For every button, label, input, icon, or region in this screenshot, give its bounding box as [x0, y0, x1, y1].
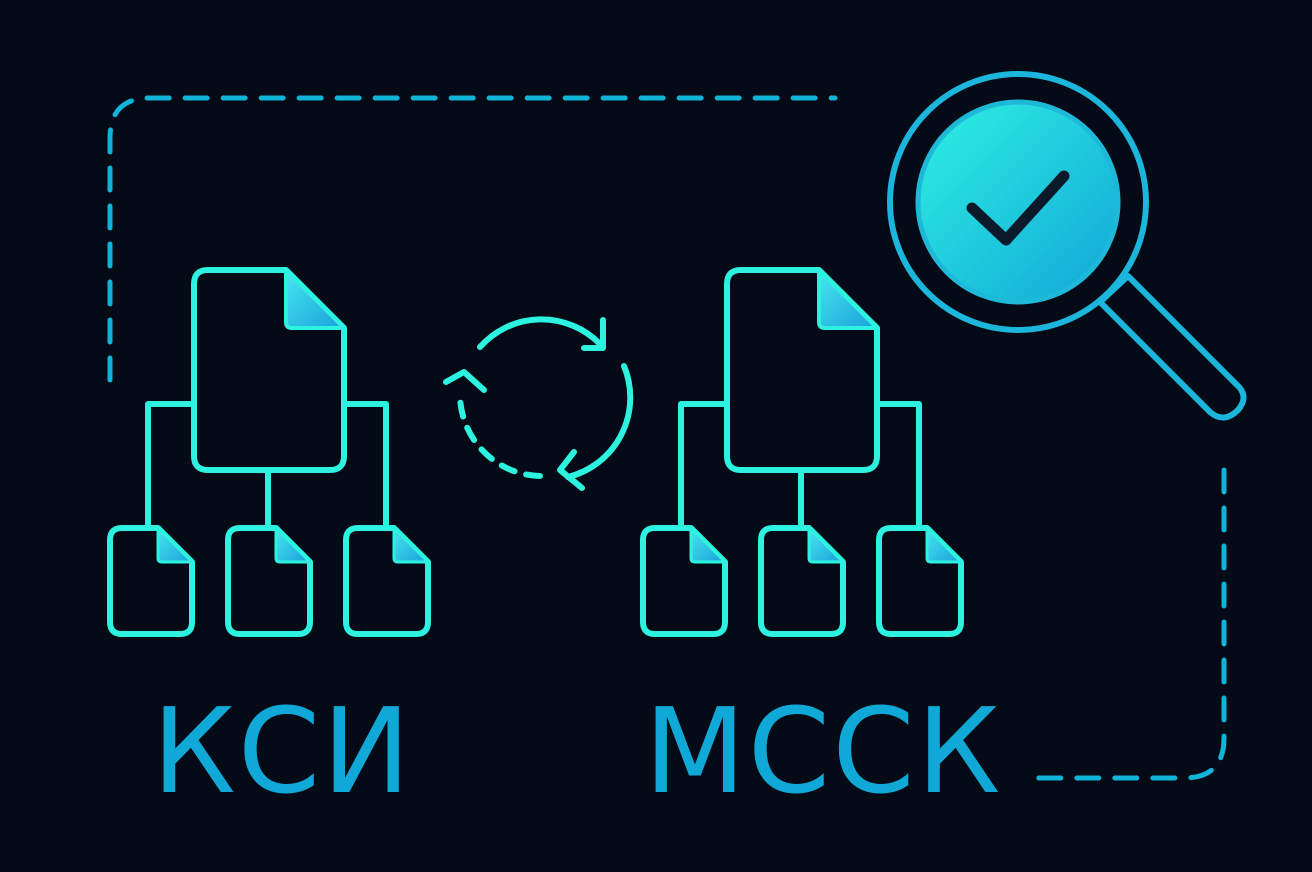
sync-arrow-right — [565, 363, 634, 480]
main-document-icon — [724, 267, 880, 473]
dashed-frame — [107, 95, 1227, 781]
magnifier-lens — [915, 99, 1121, 305]
dashed-frame-top-left — [107, 95, 838, 383]
hierarchy-connector-lines — [678, 401, 922, 531]
child-document-icon-2 — [225, 525, 313, 637]
label-mssk: МССК — [644, 682, 1003, 820]
main-document-icon — [191, 267, 347, 473]
child-document-icon-3 — [876, 525, 964, 637]
dashed-frame-bottom-right — [1027, 467, 1227, 781]
magnifier-check-icon — [887, 71, 1247, 421]
document-hierarchy-icon — [107, 267, 431, 637]
sync-arrow-top — [477, 316, 603, 350]
child-document-icon-3 — [343, 525, 431, 637]
sync-arrow-left-dashed — [456, 389, 543, 479]
hierarchy-connector-lines — [145, 401, 389, 531]
child-document-icon-1 — [640, 525, 728, 637]
label-ksi: КСИ — [152, 682, 413, 820]
document-hierarchy-icon — [640, 267, 964, 637]
check-mark-icon — [966, 170, 1070, 246]
magnifier-handle — [1097, 273, 1247, 421]
child-document-icon-1 — [107, 525, 195, 637]
child-document-icon-2 — [758, 525, 846, 637]
sync-cycle-arrows-icon — [443, 316, 634, 491]
